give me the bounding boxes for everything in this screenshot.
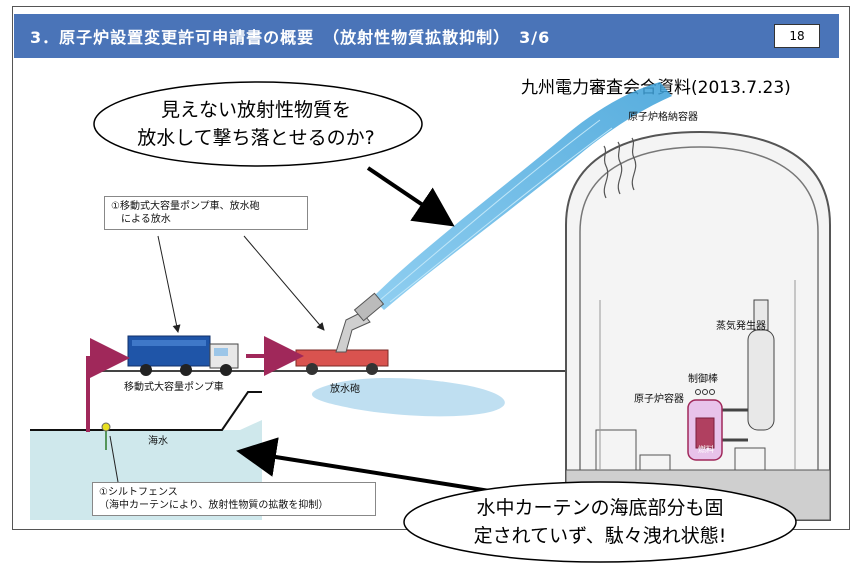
pointer-to-truck (157, 235, 181, 333)
silt-fence-note-box: ①シルトフェンス （海中カーテンにより、放射性物質の拡散を抑制） (92, 482, 376, 516)
water-cannon-note-box: ①移動式大容量ポンプ車、放水砲 による放水 (104, 196, 308, 230)
label-containment: 原子炉格納容器 (628, 112, 698, 123)
silt-fence-buoy (101, 422, 111, 432)
label-reactor-vessel: 原子炉容器 (634, 394, 684, 405)
top-bubble-text: 見えない放射性物質を 放水して撃ち落とせるのか? (96, 96, 416, 152)
pointer-silt-fence (109, 435, 119, 483)
water-puddle (311, 377, 505, 417)
callout-arrow-spray (366, 166, 455, 227)
containment-building (565, 130, 831, 521)
label-pump-truck: 移動式大容量ポンプ車 (124, 382, 224, 393)
top-bubble-line1: 見えない放射性物質を (160, 99, 351, 121)
header-bar (14, 14, 839, 58)
pointer-to-cannon (243, 235, 325, 331)
label-fuel: 燃料 (698, 445, 714, 454)
water-cannon-note-line1: ①移動式大容量ポンプ車、放水砲 (111, 201, 260, 212)
water-cannon-vehicle (295, 292, 389, 375)
page-number-badge: 18 (774, 24, 820, 48)
bottom-bubble-text: 水中カーテンの海底部分も固 定されていず、駄々洩れ状態! (414, 494, 786, 550)
page-title: 3．原子炉設置変更許可申請書の概要 （放射性物質拡散抑制） 3/6 (30, 28, 551, 47)
flow-arrow-up (86, 338, 130, 432)
silt-fence-note-line1: ①シルトフェンス (99, 487, 178, 498)
top-bubble-line2: 放水して撃ち落とせるのか? (137, 127, 375, 149)
bottom-bubble-line2: 定されていず、駄々洩れ状態! (473, 525, 727, 547)
label-water-cannon: 放水砲 (330, 384, 360, 395)
water-cannon-note-line2: による放水 (111, 214, 171, 225)
bottom-bubble-line1: 水中カーテンの海底部分も固 (476, 497, 724, 519)
label-steam-generator: 蒸気発生器 (716, 321, 766, 332)
question-bubble-bottom (403, 481, 797, 563)
pump-truck (127, 335, 239, 376)
question-bubble-top (93, 81, 423, 167)
silt-fence-note-line2: （海中カーテンにより、放射性物質の拡散を抑制） (99, 500, 329, 511)
label-sea-water: 海水 (148, 436, 168, 447)
callout-arrow-sea (236, 437, 497, 494)
label-control-rod: 制御棒 (688, 374, 718, 385)
